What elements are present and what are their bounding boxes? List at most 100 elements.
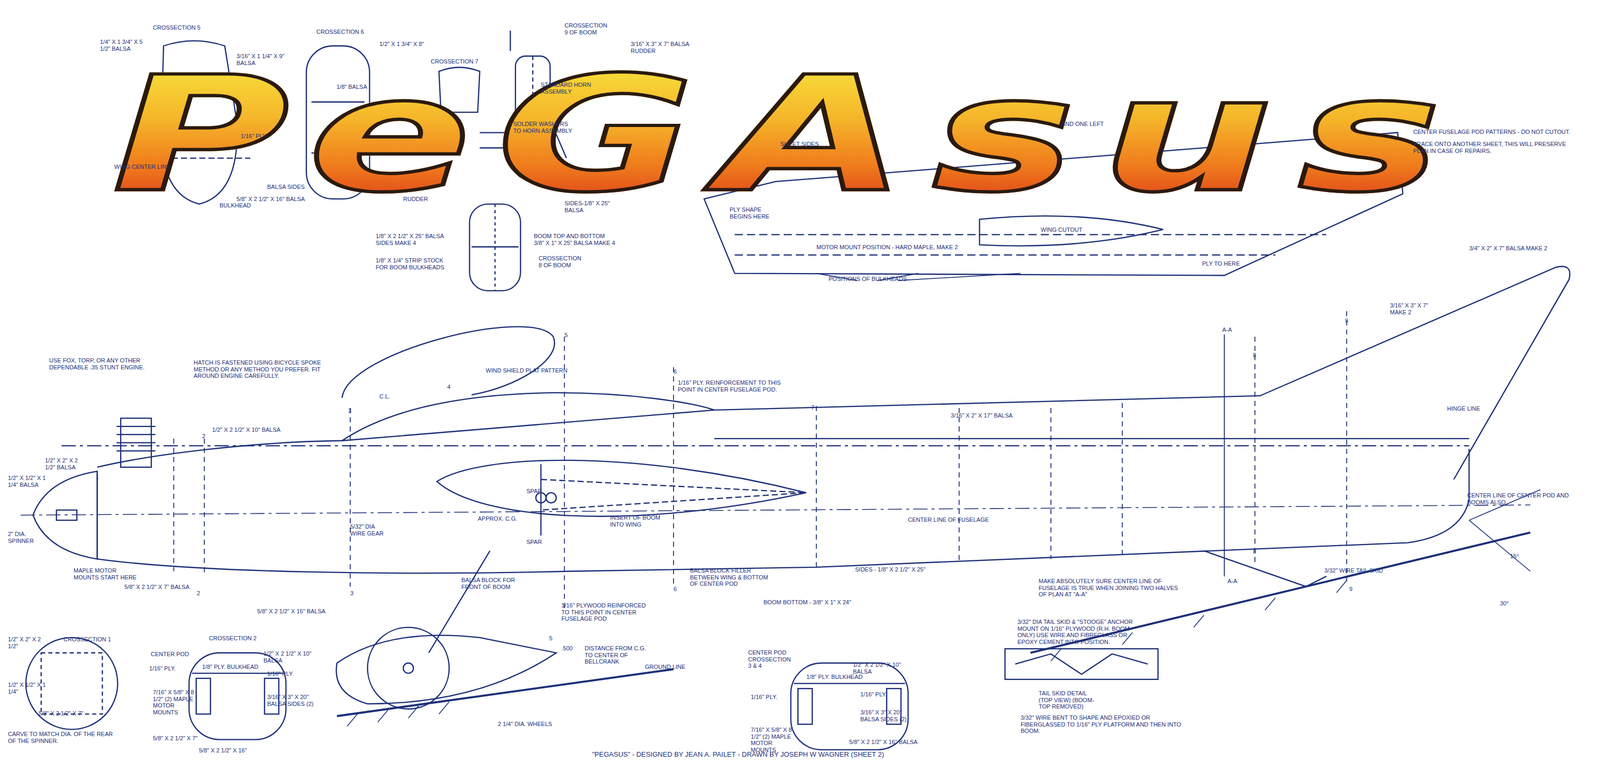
plan-label: BULKHEAD [219,202,251,209]
plan-label: 15° [1510,552,1520,560]
plan-label: 7 [811,404,815,412]
plan-label: 8 [1252,351,1257,359]
plan-label: A-A [1222,326,1232,334]
plan-label: 5 [549,634,553,642]
plan-label: INSERT OF BOOM INTO WING [610,514,667,528]
plan-label: 2 [202,432,206,440]
plan-label: 7/16" X 5/8" X 8 1/2" (2) MAPLE MOTOR MO… [152,688,199,716]
plan-label: 3/16" X 2" X 17" BALSA [950,412,1013,420]
plan-label: 1/8" BALSA [336,83,368,91]
plan-label: 1/2" X 1 3/4" X 8" [379,40,425,48]
plan-label: 1/16" PLY [267,670,293,678]
plan-label: APPROX. C.G. [477,515,518,523]
plan-label: CROSSECTION 2 [208,634,257,642]
plan-label: TAIL SKID DETAIL (TOP VIEW) (BOOM-TOP RE… [1038,689,1100,711]
plan-label: MAPLE MOTOR MOUNTS START HERE [73,567,140,581]
plan-label: BALSA BLOCK FOR FRONT OF BOOM [461,576,528,590]
plan-label: 1/8" PLY. BULKHEAD [806,673,863,681]
plan-label: STANDARD HORN ASSEMBLY [540,81,603,95]
plan-label: 3/4" X 2" X 7" BALSA MAKE 2 [1469,244,1551,252]
plan-label: SPAR [526,538,542,546]
plan-label: 3/16" X 1 1/4" X 9" BALSA [236,52,300,67]
plan-label: SHEET SIDES [780,140,820,148]
plan-label: 7/16" X 5/8" X 8 1/2" (2) MAPLE MOTOR MO… [750,726,797,754]
plan-label: PLY TO HERE [1202,260,1240,268]
plan-label: 9 [1344,317,1349,325]
plan-label: 1/16" PLYWOOD REINFORCED TO THIS POINT I… [561,602,649,623]
plan-label: CROSSECTION 9 OF BOOM [564,22,611,36]
plan-label: CROSSECTION 5 [152,24,201,32]
plan-label: 5 [564,331,568,339]
plan-label: SOLDER WASHERS TO HORN ASSEMBLY [513,120,575,134]
plan-label: SIDES-1/8" X 25" BALSA [564,200,616,214]
plan-label: 1/16" PLY. [860,691,887,698]
plan-label: 1/2" X 2" X 2 1/2" [7,635,49,650]
plan-label: CROSSECTION 1 [63,635,112,643]
plan-label: CROSSECTION 8 OF BOOM [538,255,585,269]
plan-label: 6 [673,368,677,376]
plan-label: 1/16" PLY. [149,665,176,672]
plan-label: 1/2" X 2 1/2" X 10" BALSA [852,661,909,675]
plan-label: 2 [196,589,200,597]
plan-label: 1/2" X 2" X 2 1/2" BALSA [44,457,86,471]
plan-label: 3 [348,407,352,415]
plan-label: BOOM BOTTOM - 3/8" X 1" X 24" [763,598,852,606]
plan-label: SPAR [526,487,542,495]
plan-label: 1/2" X 2 1/2" X 10" BALSA [212,426,281,434]
plan-label: RUDDER [403,195,429,203]
plan-label: 5/32" DIA WIRE GEAR [350,523,392,537]
plan-label: 1/8" X 1/4" STRIP STOCK FOR BOOM BULKHEA… [375,257,458,271]
plan-label: 5/8" X 2 1/2" X 7" [152,734,198,742]
plan-label: AND ONE LEFT [1061,120,1104,128]
plan-label: 3/32" WIRE BENT TO SHAPE AND EPOXIED OR … [1020,714,1195,735]
plan-label: 3/16" X 3" X 20" BALSA SIDES (2) [267,693,318,707]
plan-label: HATCH IS FASTENED USING BICYCLE SPOKE ME… [193,359,322,380]
plan-label: CROSSECTION 6 [316,28,365,36]
plan-label: USE FOX, TORP, OR ANY OTHER DEPENDABLE .… [49,357,152,371]
plan-label: 6 [673,585,677,593]
plan-label: POSITIONS OF BULKHEADS [828,275,907,283]
plan-label: 1/16" PLY. REINFORCEMENT TO THIS POINT I… [677,379,790,393]
caption: "PEGASUS" - DESIGNED BY JEAN A. PAILET -… [592,750,885,759]
plan-label: 30° [1500,600,1509,607]
plan-label: 9 [1349,585,1353,593]
plan-label: 3/16" X 3" X 7" BALSA RUDDER [630,40,693,54]
plan-label: BALSA SIDES [267,183,305,191]
plan-label: SIDES - 1/8" X 2 1/2" X 25" [855,566,926,574]
plan-label: 1/2" X 1/2" X 1 1/4" [7,681,49,695]
plan-label: 3/16" X 3" X 20" BALSA SIDES (2) [860,708,912,723]
plan-label: 3 [350,589,354,597]
plan-label: DISTANCE FROM C.G. TO CENTER OF BELLCRAN… [584,644,647,666]
plan-label: GROUND LINE [644,663,686,671]
plan-label: 1/4" X 1 3/4" X 5 1/2" BALSA [100,38,151,52]
plan-label: C.L. [379,393,390,400]
plan-label: WIND SHIELD PLAT PATTERN [485,367,568,375]
plan-label: 1/8" X 2 1/2" X 25" BALSA SIDES MAKE 4 [375,232,458,247]
plan-label: BALSA BLOCK FILLER BETWEEN WING & BOTTOM… [689,567,772,588]
plan-label: A-A [1227,577,1238,585]
plan-label: 1/2" X 2 1/2" X 10" BALSA [263,650,325,664]
plan-label: CENTER LINE OF FUSELAGE [907,516,989,524]
plan-label: 1/16" PLY. [240,132,268,140]
plan-label: .500 [561,644,573,652]
plan-label: 3/32" DIA TAIL SKID & "STOOGE" ANCHOR MO… [1017,618,1145,646]
logo-title: PeGAsus [112,55,1467,215]
plan-label: CENTER POD [150,650,189,658]
plan-label: MAKE ABSOLUTELY SURE CENTER LINE OF FUSE… [1038,577,1182,598]
plan-label: 3/32" WIRE TAIL SKID [1324,567,1384,575]
plan-label: BOOM TOP AND BOTTOM 3/8" X 1" X 25" BALS… [533,232,616,247]
plan-label: CARVE TO MATCH DIA. OF THE REAR OF THE S… [7,730,121,744]
plan-label: 5/8" X 2 1/2" X 16" BALSA [849,738,918,746]
plan-label: CENTER FUSELAGE POD PATTERNS - DO NOT CU… [1413,128,1571,136]
plan-label: 1/16" PLY. [750,693,778,701]
plan-label: 5/8" X 2 1/2" X 16" BALSA [257,607,326,615]
plan-label: 2" DIA. SPINNER [7,530,39,544]
plan-label: 1 [95,473,99,481]
plan-label: CENTER LINE OF CENTER POD AND BOOMS ALSO… [1467,492,1580,506]
plan-label: 5/8" X 2 1/2" X 16" BALSA [236,195,308,203]
plan-label: CROSSECTION 7 [430,58,479,66]
plan-label: WING CENTER LINE [114,163,171,171]
plan-label: 5/8" X 2 1/2" X 7" BALSA [124,583,190,591]
plan-label: WING CUTOUT [1040,226,1083,234]
